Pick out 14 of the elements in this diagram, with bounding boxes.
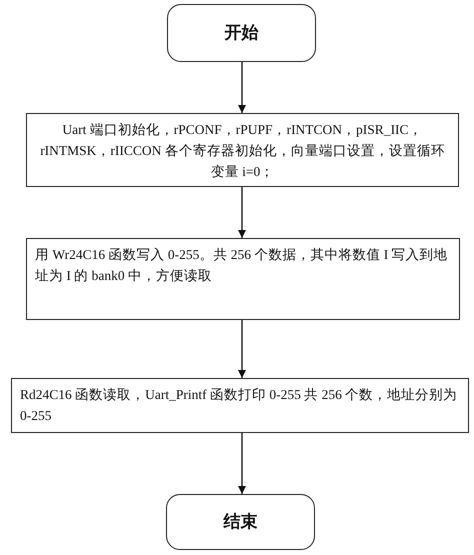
node-text: 开始 — [224, 22, 258, 45]
terminal-box — [166, 494, 315, 550]
arrow — [238, 320, 246, 378]
process-box — [26, 238, 460, 320]
arrow — [238, 62, 246, 113]
terminal-box — [167, 4, 316, 62]
node-text: 结束 — [224, 510, 258, 534]
node-text: Rd24C16 函数读取，Uart_Printf 函数打印 0-255 共 256 个数，地址分别为 0-255 — [20, 386, 458, 425]
process-box — [11, 378, 469, 433]
node-text: 用 Wr24C16 函数写入 0-255。共 256 个数据，其中将数值 I 写入到地址为 I 的 bank0 中，方便读取 — [35, 246, 449, 285]
process-box — [26, 113, 459, 187]
arrow — [238, 187, 246, 238]
arrow — [238, 433, 246, 494]
node-text: Uart 端口初始化，rPCONF，rPUPF，rINTCON，pISR_IIC，rINTMSK，rIICCON 各个寄存器初始化，向量端口设置，设置循环变量 i=0； — [39, 121, 446, 181]
